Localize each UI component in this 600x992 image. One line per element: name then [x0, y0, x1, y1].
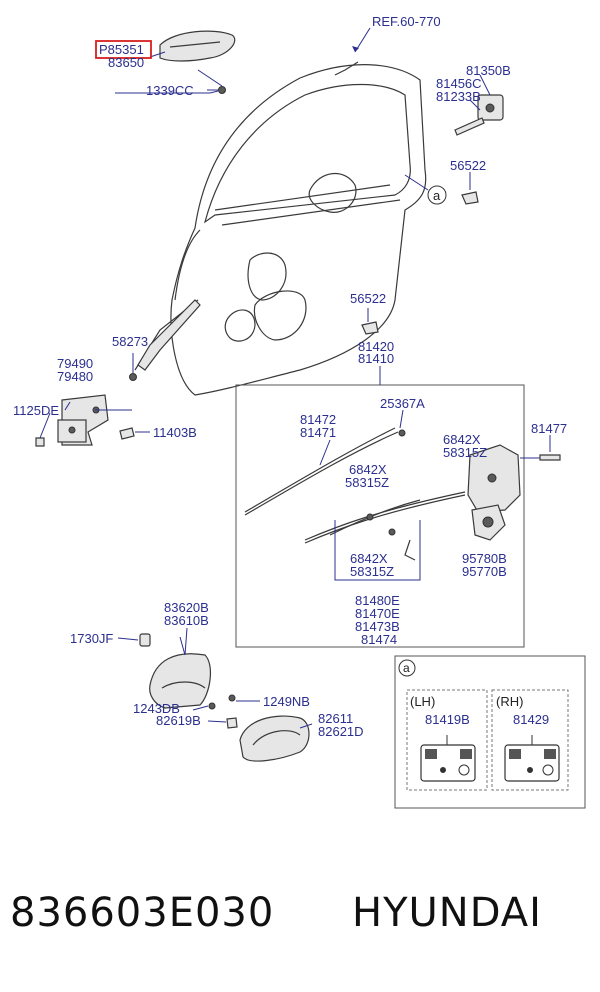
- rear-door-outline: [134, 61, 427, 396]
- label-81477: 81477: [531, 421, 567, 436]
- part-number: 836603E030: [10, 890, 275, 936]
- label-79490: 79490: [57, 356, 93, 371]
- door-latch: [467, 435, 561, 541]
- label-58315z-a: 58315Z: [443, 445, 487, 460]
- label-82611: 82611: [318, 711, 353, 726]
- label-83610b: 83610B: [164, 613, 209, 628]
- lh-actuator: [420, 735, 476, 782]
- label-81480e: 81480E: [355, 593, 400, 608]
- label-56522-lower: 56522: [350, 291, 386, 306]
- label-58273: 58273: [112, 334, 148, 349]
- label-11403b: 11403B: [153, 425, 197, 440]
- label-1243db: 1243DB: [133, 701, 180, 716]
- label-81471: 81471: [300, 425, 336, 440]
- label-81350b: 81350B: [466, 63, 511, 78]
- door-checker: [35, 353, 150, 447]
- label-1125de: 1125DE: [13, 403, 59, 418]
- label-highlighted-part: P85351: [99, 42, 144, 57]
- label-82619b: 82619B: [156, 713, 201, 728]
- label-79480: 79480: [57, 369, 93, 384]
- door-stopper-lower: [361, 308, 379, 335]
- highlighted-part-box: [95, 40, 152, 59]
- label-56522-upper: 56522: [450, 158, 486, 173]
- inside-handle: [117, 627, 238, 729]
- outside-handle: [149, 30, 236, 94]
- label-81470e: 81470E: [355, 606, 400, 621]
- label-82621d: 82621D: [318, 724, 364, 739]
- inset-frame: [394, 655, 586, 809]
- callout-a: a: [433, 188, 441, 203]
- label-6842x-c: 6842X: [350, 551, 388, 566]
- label-1339cc: 1339CC: [146, 83, 194, 98]
- label-1249nb: 1249NB: [263, 694, 310, 709]
- inset-rh-part: 81429: [513, 712, 549, 727]
- label-83650: 83650: [108, 55, 144, 70]
- label-6842x-b: 6842X: [349, 462, 387, 477]
- inset-rh-frame: [491, 689, 569, 791]
- label-81456c: 81456C: [436, 76, 482, 91]
- rh-actuator: [504, 735, 560, 782]
- label-95770b: 95770B: [462, 564, 507, 579]
- label-58315z-b: 58315Z: [345, 475, 389, 490]
- latch-rods: [244, 409, 466, 561]
- label-81410: 81410: [358, 351, 394, 366]
- inset-lh-frame: [406, 689, 488, 791]
- label-81474: 81474: [361, 632, 397, 647]
- part-labels: REF.60-770 P85351 83650 1339CC 81350B 81…: [13, 14, 567, 739]
- inset-lh-part: 81419B: [425, 712, 470, 727]
- label-81472: 81472: [300, 412, 336, 427]
- label-1730jf: 1730JF: [70, 631, 113, 646]
- label-81420: 81420: [358, 339, 394, 354]
- label-83620b: 83620B: [164, 600, 209, 615]
- inset-tag: a: [403, 661, 410, 675]
- footer: 836603E030 HYUNDAI: [0, 880, 600, 960]
- striker-assembly: [454, 74, 504, 136]
- door-stopper-upper: [461, 172, 479, 205]
- label-58315z-c: 58315Z: [350, 564, 394, 579]
- label-6842x-a: 6842X: [443, 432, 481, 447]
- label-95780b: 95780B: [462, 551, 507, 566]
- label-25367a: 25367A: [380, 396, 425, 411]
- label-81473b: 81473B: [355, 619, 400, 634]
- handle-bezel: [239, 715, 310, 762]
- ref-label: REF.60-770: [372, 14, 441, 29]
- inset-lh-label: (LH): [410, 694, 435, 709]
- inset-rh-label: (RH): [496, 694, 523, 709]
- brand-name: HYUNDAI: [352, 890, 542, 936]
- label-81233b: 81233B: [436, 89, 481, 104]
